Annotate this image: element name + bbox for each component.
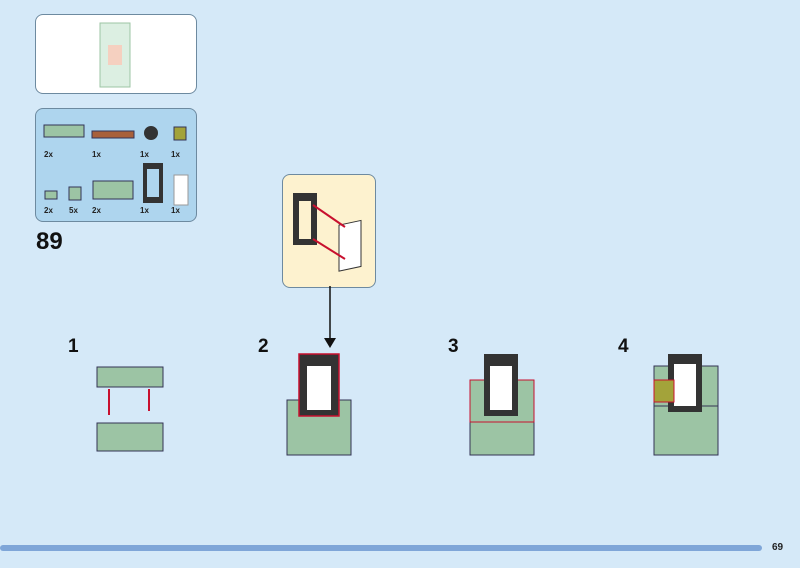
brick-1x4-icon (43, 124, 85, 138)
sub-step-3: 3 (448, 336, 459, 357)
glass-pane-icon (173, 174, 189, 206)
callout-box (282, 174, 376, 288)
page-number: 69 (772, 542, 784, 553)
step-2-image (286, 353, 352, 456)
part-qty: 1x (92, 150, 101, 159)
step-number: 89 (36, 228, 63, 255)
callout-arrow (324, 286, 336, 348)
brick-1x1-olive-icon (173, 126, 187, 141)
window-frame-icon (143, 163, 163, 203)
masonry-brick-icon (92, 180, 134, 200)
sub-step-4: 4 (618, 336, 629, 357)
part-qty: 1x (171, 206, 180, 215)
parts-images (43, 124, 189, 206)
plate-brown-icon (91, 130, 135, 139)
part-qty: 1x (140, 206, 149, 215)
part-qty: 1x (171, 150, 180, 159)
sub-step-2: 2 (258, 336, 269, 357)
part-qty: 2x (44, 206, 53, 215)
round-plate-icon (144, 126, 158, 140)
sub-step-1: 1 (68, 336, 79, 357)
part-qty: 1x (140, 150, 149, 159)
part-qty: 2x (92, 206, 101, 215)
step-3-image (469, 354, 535, 456)
submodel-image (99, 22, 131, 88)
brick-1x1-icon (68, 186, 82, 201)
part-qty: 5x (69, 206, 78, 215)
plate-1x1-icon (44, 190, 58, 200)
callout-image (293, 193, 362, 272)
progress-bar (0, 545, 762, 551)
part-qty: 2x (44, 150, 53, 159)
submodel-preview (35, 14, 197, 94)
step-4-image (653, 354, 719, 456)
step-1-image (96, 366, 164, 452)
parts-list: 2x 1x 1x 1x 2x 5x 2x 1x 1x (35, 108, 197, 222)
